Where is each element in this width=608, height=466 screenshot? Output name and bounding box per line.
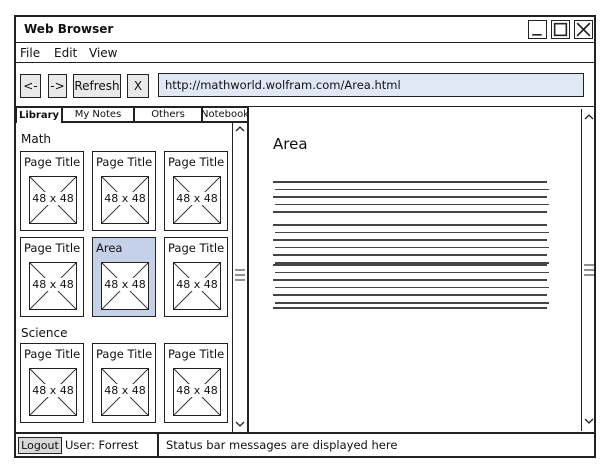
item-title: Page Title <box>96 347 153 361</box>
library-item[interactable]: Page Title 48 x 48 <box>20 151 84 231</box>
maximize-icon <box>553 22 568 37</box>
browser-window: Web Browser File Edit View <- -> Refresh… <box>14 15 596 458</box>
close-icon <box>576 22 591 37</box>
minimize-button[interactable] <box>528 20 547 39</box>
library-scrollbar[interactable] <box>232 122 247 432</box>
library-item[interactable]: Page Title 48 x 48 <box>20 343 84 423</box>
image-placeholder-icon: 48 x 48 <box>173 368 221 416</box>
image-size-label: 48 x 48 <box>103 384 147 397</box>
item-title: Area <box>96 241 123 255</box>
item-title: Page Title <box>96 155 153 169</box>
forward-button[interactable]: -> <box>48 74 67 98</box>
image-placeholder-icon: 48 x 48 <box>173 262 221 310</box>
tab-library[interactable]: Library <box>16 107 62 123</box>
section-label-science: Science <box>21 326 68 340</box>
scroll-down-arrow-icon[interactable] <box>582 415 596 427</box>
scroll-grip-icon[interactable] <box>584 261 594 276</box>
refresh-button[interactable]: Refresh <box>73 74 121 98</box>
text-line <box>275 231 549 234</box>
image-size-label: 48 x 48 <box>175 192 219 205</box>
stop-button[interactable]: X <box>127 74 149 98</box>
text-line <box>275 246 549 249</box>
logout-button[interactable]: Logout <box>18 437 62 454</box>
item-title: Page Title <box>168 241 225 255</box>
image-size-label: 48 x 48 <box>31 384 75 397</box>
text-line <box>275 262 549 264</box>
library-item[interactable]: Page Title 48 x 48 <box>164 237 228 317</box>
item-title: Page Title <box>24 347 81 361</box>
tab-others[interactable]: Others <box>134 107 202 122</box>
title-bar: Web Browser <box>16 17 594 43</box>
image-placeholder-icon: 48 x 48 <box>29 176 77 224</box>
text-line <box>273 307 547 309</box>
image-placeholder-icon: 48 x 48 <box>101 262 149 310</box>
text-line <box>273 196 547 198</box>
menu-view[interactable]: View <box>89 46 118 60</box>
menu-file[interactable]: File <box>20 46 41 60</box>
minimize-icon <box>532 34 542 36</box>
scroll-up-arrow-icon[interactable] <box>582 111 596 123</box>
pane-tabs: Library My Notes Others Notebook <box>16 107 250 123</box>
maximize-button[interactable] <box>551 20 570 39</box>
library-item[interactable]: Page Title 48 x 48 <box>20 237 84 317</box>
url-input[interactable] <box>158 73 584 97</box>
library-item[interactable]: Page Title 48 x 48 <box>92 151 156 231</box>
item-title: Page Title <box>24 155 81 169</box>
text-line <box>275 286 549 289</box>
library-item[interactable]: Page Title 48 x 48 <box>164 343 228 423</box>
status-bar: Logout User: Forrest Status bar messages… <box>16 432 594 456</box>
image-placeholder-icon: 48 x 48 <box>173 176 221 224</box>
item-title: Page Title <box>168 347 225 361</box>
text-line <box>273 294 547 296</box>
item-title: Page Title <box>24 241 81 255</box>
text-line <box>273 264 547 266</box>
tab-notebook[interactable]: Notebook <box>200 107 250 122</box>
text-line <box>275 302 549 304</box>
status-divider <box>157 434 159 456</box>
status-message: Status bar messages are displayed here <box>166 438 398 452</box>
text-line <box>273 181 547 183</box>
item-title: Page Title <box>168 155 225 169</box>
library-item[interactable]: Page Title 48 x 48 <box>164 151 228 231</box>
scroll-down-arrow-icon[interactable] <box>233 418 247 430</box>
user-label: User: Forrest <box>65 438 139 452</box>
image-size-label: 48 x 48 <box>175 384 219 397</box>
image-size-label: 48 x 48 <box>103 278 147 291</box>
menu-bar: File Edit View <box>16 43 594 63</box>
library-item-area-selected[interactable]: Area 48 x 48 <box>92 237 156 317</box>
text-line <box>275 203 549 206</box>
page-title: Area <box>273 135 308 153</box>
image-size-label: 48 x 48 <box>103 192 147 205</box>
library-item[interactable]: Page Title 48 x 48 <box>92 343 156 423</box>
image-placeholder-icon: 48 x 48 <box>29 368 77 416</box>
toolbar: <- -> Refresh X <box>16 63 594 107</box>
scroll-grip-icon[interactable] <box>235 266 245 281</box>
text-line <box>273 224 547 226</box>
back-button[interactable]: <- <box>20 74 41 98</box>
text-line <box>273 254 547 256</box>
text-line <box>275 271 549 274</box>
content-scrollbar[interactable] <box>581 109 596 431</box>
text-line <box>273 279 547 281</box>
text-line <box>273 239 547 241</box>
text-line <box>275 188 549 191</box>
tab-my-notes[interactable]: My Notes <box>62 107 134 122</box>
window-title: Web Browser <box>24 22 114 36</box>
image-placeholder-icon: 48 x 48 <box>29 262 77 310</box>
image-size-label: 48 x 48 <box>31 278 75 291</box>
scroll-up-arrow-icon[interactable] <box>233 123 247 135</box>
library-pane: Library My Notes Others Notebook Math Pa… <box>16 107 249 432</box>
image-size-label: 48 x 48 <box>175 278 219 291</box>
image-size-label: 48 x 48 <box>31 192 75 205</box>
content-pane: Area <box>251 107 596 432</box>
image-placeholder-icon: 48 x 48 <box>101 176 149 224</box>
close-button[interactable] <box>574 20 593 39</box>
section-label-math: Math <box>21 132 52 146</box>
image-placeholder-icon: 48 x 48 <box>101 368 149 416</box>
menu-edit[interactable]: Edit <box>54 46 78 60</box>
text-line <box>273 211 547 213</box>
